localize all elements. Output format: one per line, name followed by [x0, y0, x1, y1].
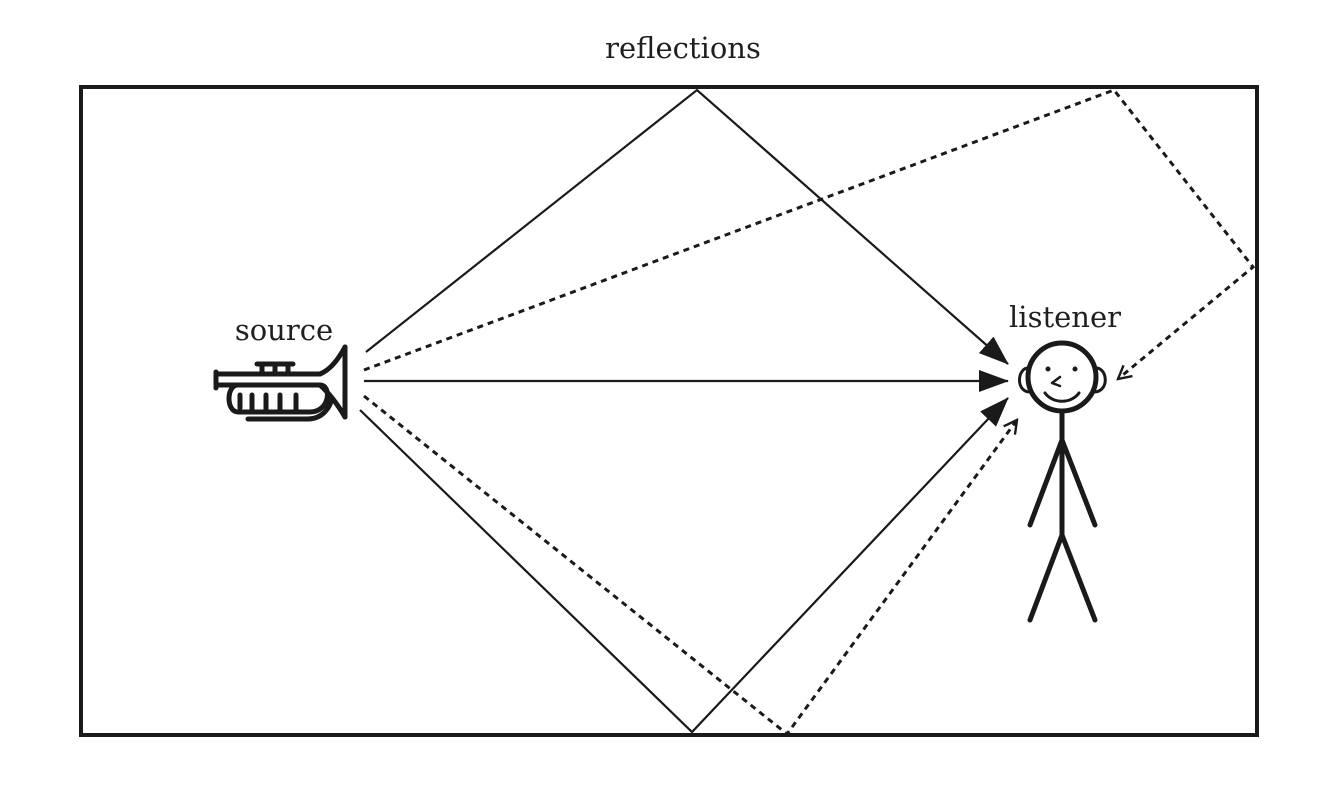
trumpet-icon [213, 344, 348, 422]
ceiling-wall-reflection-ray [363, 88, 1256, 379]
direct-and-first-reflection-rays [359, 88, 1009, 734]
diagram-title: reflections [605, 31, 761, 65]
floor-wall-reflection-ray [363, 394, 1017, 737]
listener-label: listener [1009, 300, 1121, 334]
higher-order-reflection-rays [363, 88, 1256, 737]
floor-reflection-ray [359, 397, 1009, 734]
ceiling-reflection-ray [365, 88, 1009, 365]
room-boundary [79, 85, 1259, 737]
stick-figure-icon [1018, 340, 1107, 623]
source-label: source [235, 313, 333, 347]
